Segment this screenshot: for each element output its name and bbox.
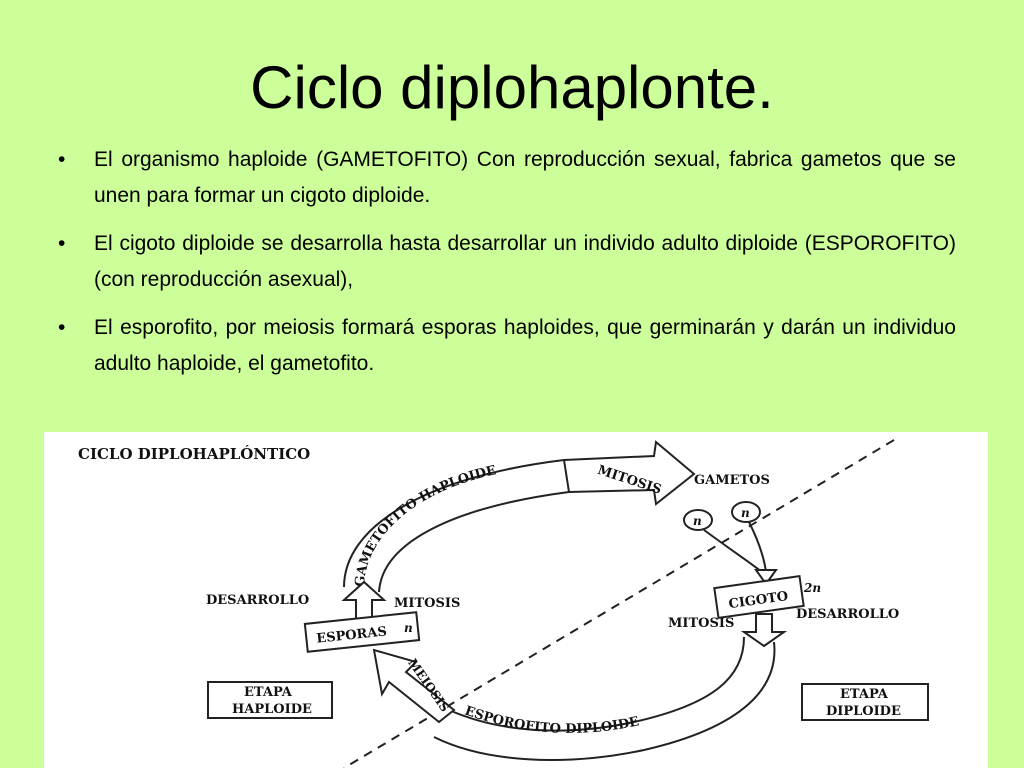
esporas-label: ESPORAS (316, 624, 388, 646)
gamete-circle-right (731, 501, 761, 523)
desarrollo-up-arrow (341, 580, 387, 621)
cycle-ring-bottom-inner (448, 709, 635, 732)
cigoto-ploidy: 2n (803, 581, 821, 595)
etapa-haploide-line1: ETAPA (244, 685, 293, 700)
gamete-right-ploidy: n (741, 506, 750, 520)
bullet-icon: • (58, 232, 66, 255)
desarrollo-left-label: DESARROLLO (206, 593, 309, 608)
bullet-text: El cigoto diploide se desarrolla hasta d… (94, 232, 956, 291)
cycle-ring-bottom-outer (433, 736, 645, 761)
etapa-diploide-box (801, 683, 929, 721)
bullet-text: El esporofito, por meiosis formará espor… (94, 316, 956, 375)
esporas-box (303, 611, 421, 653)
cycle-ring-outer (343, 459, 565, 588)
desarrollo-down-arrow (740, 613, 788, 648)
bullet-item: • El organismo haploide (GAMETOFITO) Con … (58, 142, 956, 214)
life-cycle-diagram: CICLO DIPLOHAPLÓNTICO MITOSIS GAMETOFITO… (44, 432, 988, 768)
etapa-haploide-box (207, 681, 333, 719)
gametofito-haploide-label: GAMETOFITO HAPLOIDE (353, 463, 498, 587)
gamete-arrow (703, 529, 763, 573)
desarrollo-right-label: DESARROLLO (796, 607, 899, 622)
etapa-diploide-line1: ETAPA (840, 687, 889, 702)
slide-title: Ciclo diplohaplonte. (250, 54, 774, 121)
meiosis-arrow (372, 648, 456, 724)
bullet-icon: • (58, 316, 66, 339)
gamete-left-ploidy: n (693, 514, 702, 528)
gamete-arrowhead (754, 569, 778, 586)
etapa-haploide-line2: HAPLOIDE (232, 702, 312, 717)
bullet-item: • El cigoto diploide se desarrolla hasta … (58, 226, 956, 298)
bullet-text: El organismo haploide (GAMETOFITO) Con r… (94, 148, 956, 207)
cycle-ring-right-outer (643, 641, 776, 751)
esporas-ploidy: n (404, 621, 413, 635)
mitosis-left-label: MITOSIS (394, 596, 460, 611)
etapa-diploide-line2: DIPLOIDE (826, 704, 901, 719)
cycle-ring-inner (378, 491, 570, 593)
cycle-ring-right-inner (633, 636, 745, 723)
mitosis-right-label: MITOSIS (668, 616, 734, 631)
cigoto-box (713, 575, 805, 619)
diagram-svg: CICLO DIPLOHAPLÓNTICO MITOSIS GAMETOFITO… (78, 439, 929, 768)
gametos-label: GAMETOS (694, 473, 770, 488)
bullet-list: • El organismo haploide (GAMETOFITO) Con … (58, 142, 956, 394)
gamete-circle-left (683, 509, 713, 531)
mitosis-top-arrow (562, 440, 696, 506)
diagram-heading: CICLO DIPLOHAPLÓNTICO (78, 445, 310, 463)
bullet-item: • El esporofito, por meiosis formará espo… (58, 310, 956, 382)
esporofito-diploide-label: ESPOROFITO DIPLOIDE (463, 704, 641, 737)
gamete-arrow-2 (748, 521, 767, 573)
bullet-icon: • (58, 148, 66, 171)
